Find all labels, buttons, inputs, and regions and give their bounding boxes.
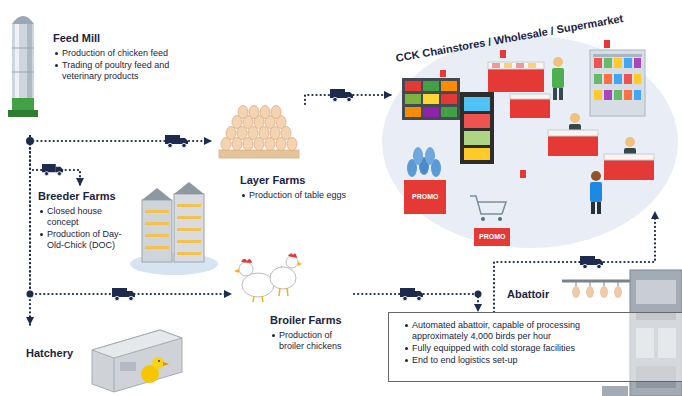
node-heading: CCK Chainstores / Wholesale / Supermarke… bbox=[395, 12, 624, 65]
bullet-text: Trading of poultry feed and veterinary p… bbox=[53, 60, 203, 82]
node-heading: Breeder Farms bbox=[38, 190, 132, 203]
egg-tray bbox=[219, 106, 299, 159]
bullet-text: Production of Day-Old-Chick (DOC) bbox=[38, 229, 126, 251]
bullet-text: Closed house concept bbox=[38, 206, 126, 228]
abattoir-node: AbattoirAutomated abattoir, capable of p… bbox=[388, 312, 682, 382]
node-heading: Hatchery bbox=[26, 347, 90, 360]
bullet-text: Production of table eggs bbox=[240, 190, 370, 201]
broiler-chickens bbox=[234, 253, 302, 302]
hatchery-node: Hatchery bbox=[20, 325, 90, 391]
flow-connector bbox=[30, 136, 80, 186]
flow-connector bbox=[30, 136, 232, 294]
hatchery-building bbox=[92, 330, 182, 392]
truck-icons bbox=[42, 89, 603, 301]
feed-mill-node: Feed MillProduction of chicken feedTradi… bbox=[6, 8, 234, 136]
node-heading: Feed Mill bbox=[53, 32, 234, 45]
bullet-text: Production of broiler chickens bbox=[270, 330, 354, 352]
node-heading: Layer Farms bbox=[240, 174, 372, 187]
junction-dots bbox=[26, 137, 482, 298]
bullet-text: Fully equipped with cold storage facilit… bbox=[403, 343, 618, 354]
node-heading: Abattoir bbox=[507, 288, 549, 301]
bullet-text: Automated abattoir, capable of processin… bbox=[403, 320, 618, 342]
feed-mill-silo bbox=[8, 16, 38, 117]
bullet-text: Production of chicken feed bbox=[53, 48, 203, 59]
layer-farms-node: Layer FarmsProduction of table eggs bbox=[212, 104, 372, 204]
node-heading: Broiler Farms bbox=[270, 314, 354, 327]
bullet-text: End to end logistics set-up bbox=[403, 355, 618, 366]
broiler-farms-node: Broiler FarmsProduction of broiler chick… bbox=[232, 246, 354, 354]
breeder-farms-node: Breeder FarmsClosed house conceptProduct… bbox=[36, 186, 132, 256]
flow-connector bbox=[494, 211, 655, 312]
promo-sign-text: PROMO bbox=[479, 233, 505, 241]
breeder-farm-buildings bbox=[130, 182, 218, 275]
promo-sign-text: PROMO bbox=[412, 193, 438, 201]
store-illustration bbox=[382, 36, 678, 248]
store-node: CCK Chainstores / Wholesale / Supermarke… bbox=[392, 6, 677, 211]
